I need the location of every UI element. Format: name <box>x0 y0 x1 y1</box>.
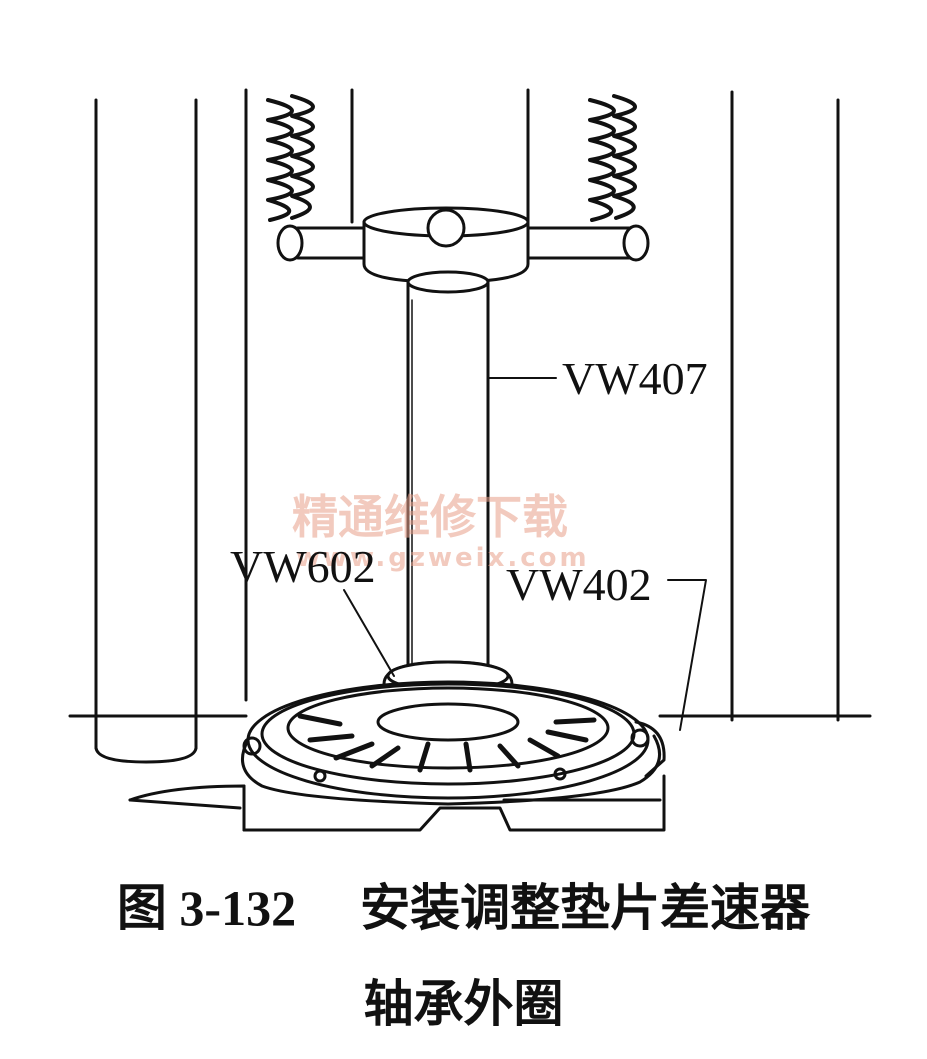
figure-caption-line2: 轴承外圈 <box>363 975 564 1033</box>
leader-lines <box>343 377 707 731</box>
label-vw402: VW402 <box>506 559 652 610</box>
vw602-leader <box>343 589 395 677</box>
label-vw407: VW407 <box>562 353 708 404</box>
differential-housing <box>240 680 666 806</box>
vw402-leader <box>667 579 707 731</box>
left-spring <box>266 94 315 222</box>
press-frame <box>68 88 872 764</box>
right-spring <box>588 94 637 222</box>
watermark-title: 精通维修下载 <box>292 490 568 544</box>
vw407-rod <box>406 270 490 682</box>
figure-caption-line1: 图 3-132 安装调整垫片差速器 <box>0 868 927 940</box>
caption-title: 安装调整垫片差速器 <box>360 879 811 937</box>
watermark-url: www.gzweix.com <box>296 543 590 573</box>
label-vw602: VW602 <box>230 541 376 592</box>
figure-number: 图 3-132 <box>116 880 297 936</box>
base-plate <box>128 774 666 832</box>
crossbar <box>276 206 650 284</box>
